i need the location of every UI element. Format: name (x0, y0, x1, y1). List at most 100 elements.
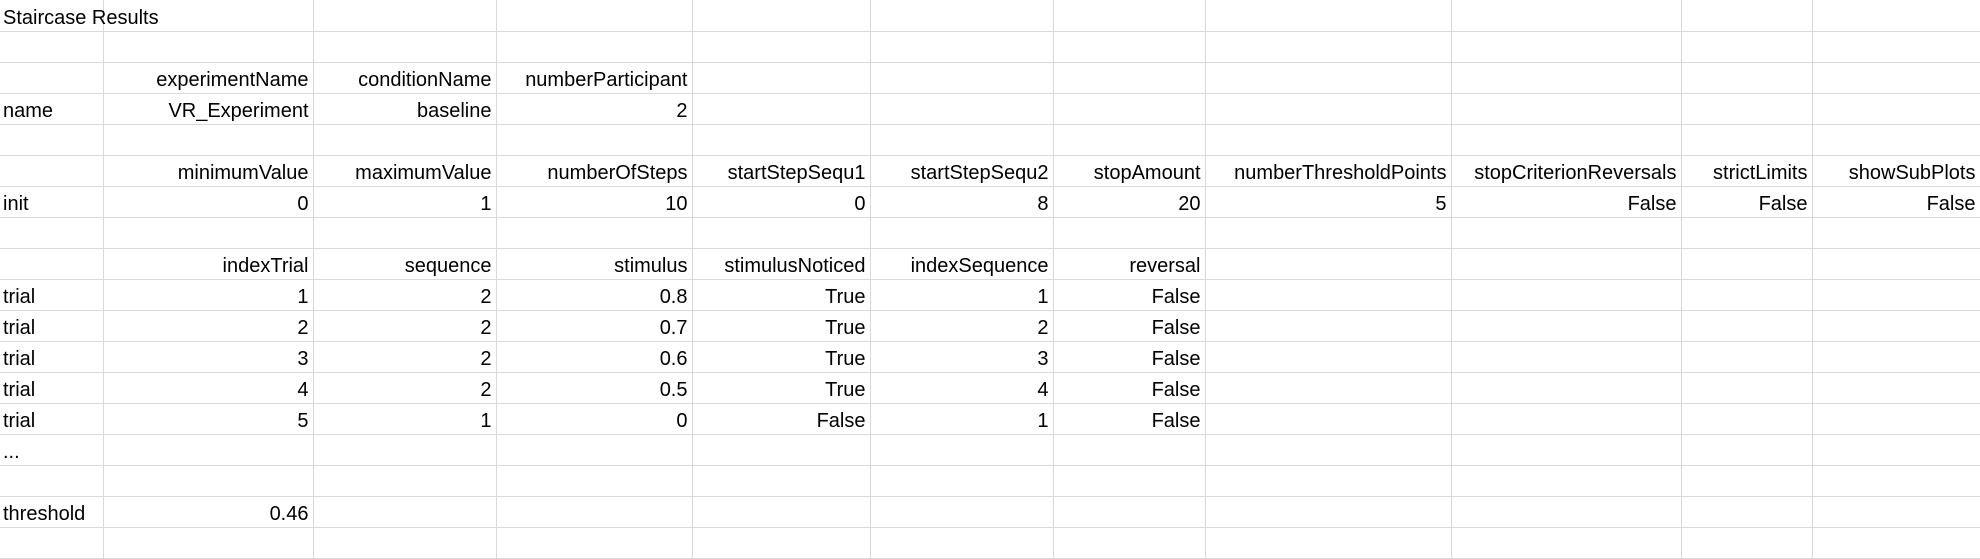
sheet-cell[interactable]: trial (0, 403, 104, 435)
sheet-cell[interactable]: 10 (496, 186, 693, 218)
sheet-cell[interactable]: 0 (692, 186, 871, 218)
sheet-cell[interactable] (1812, 217, 1980, 249)
sheet-cell[interactable] (1451, 31, 1682, 63)
sheet-cell[interactable] (496, 0, 693, 32)
sheet-cell[interactable]: False (1053, 372, 1206, 404)
sheet-cell[interactable] (1681, 496, 1813, 528)
sheet-cell[interactable]: indexTrial (103, 248, 314, 280)
sheet-cell[interactable]: reversal (1053, 248, 1206, 280)
sheet-cell[interactable]: False (1812, 186, 1980, 218)
sheet-cell[interactable] (1681, 62, 1813, 94)
sheet-cell[interactable]: 4 (870, 372, 1054, 404)
sheet-cell[interactable] (870, 496, 1054, 528)
sheet-cell[interactable] (1053, 527, 1206, 559)
sheet-cell[interactable] (103, 124, 314, 156)
sheet-cell[interactable]: True (692, 279, 871, 311)
sheet-cell[interactable] (1681, 0, 1813, 32)
sheet-cell[interactable] (1205, 217, 1452, 249)
sheet-cell[interactable]: trial (0, 279, 104, 311)
sheet-cell[interactable] (1812, 31, 1980, 63)
sheet-cell[interactable]: threshold (0, 496, 104, 528)
sheet-cell[interactable]: stopAmount (1053, 155, 1206, 187)
sheet-cell[interactable] (1681, 403, 1813, 435)
sheet-cell[interactable] (1451, 217, 1682, 249)
sheet-cell[interactable]: 1 (313, 186, 497, 218)
sheet-cell[interactable]: 2 (870, 310, 1054, 342)
sheet-cell[interactable]: strictLimits (1681, 155, 1813, 187)
sheet-cell[interactable]: 0.46 (103, 496, 314, 528)
sheet-cell[interactable] (496, 217, 693, 249)
sheet-cell[interactable] (1205, 434, 1452, 466)
sheet-cell[interactable] (313, 0, 497, 32)
sheet-cell[interactable]: ... (0, 434, 104, 466)
sheet-cell[interactable]: Staircase Results (0, 0, 159, 32)
sheet-cell[interactable] (692, 527, 871, 559)
sheet-cell[interactable]: 0 (496, 403, 693, 435)
sheet-cell[interactable] (1681, 434, 1813, 466)
sheet-cell[interactable] (1812, 527, 1980, 559)
sheet-cell[interactable] (0, 248, 104, 280)
sheet-cell[interactable] (0, 465, 104, 497)
sheet-cell[interactable] (692, 217, 871, 249)
sheet-cell[interactable]: False (1451, 186, 1682, 218)
sheet-cell[interactable]: stimulusNoticed (692, 248, 871, 280)
sheet-cell[interactable]: VR_Experiment (103, 93, 314, 125)
sheet-cell[interactable] (496, 434, 693, 466)
sheet-cell[interactable] (313, 124, 497, 156)
sheet-cell[interactable]: 8 (870, 186, 1054, 218)
sheet-cell[interactable] (1451, 527, 1682, 559)
sheet-cell[interactable] (313, 527, 497, 559)
sheet-cell[interactable]: True (692, 341, 871, 373)
sheet-cell[interactable]: 2 (313, 372, 497, 404)
sheet-cell[interactable] (1205, 279, 1452, 311)
sheet-cell[interactable]: startStepSequ1 (692, 155, 871, 187)
sheet-cell[interactable] (103, 31, 314, 63)
sheet-cell[interactable] (692, 434, 871, 466)
sheet-cell[interactable] (1681, 527, 1813, 559)
sheet-cell[interactable]: trial (0, 372, 104, 404)
sheet-cell[interactable] (1205, 496, 1452, 528)
sheet-cell[interactable] (1812, 341, 1980, 373)
sheet-cell[interactable]: True (692, 372, 871, 404)
sheet-cell[interactable] (870, 527, 1054, 559)
sheet-cell[interactable]: numberParticipant (496, 62, 693, 94)
sheet-cell[interactable] (1205, 62, 1452, 94)
sheet-cell[interactable]: False (1053, 341, 1206, 373)
sheet-cell[interactable] (1205, 0, 1452, 32)
sheet-cell[interactable]: conditionName (313, 62, 497, 94)
sheet-cell[interactable]: 3 (103, 341, 314, 373)
sheet-cell[interactable] (1812, 465, 1980, 497)
sheet-cell[interactable] (1205, 248, 1452, 280)
sheet-cell[interactable]: 2 (496, 93, 693, 125)
sheet-cell[interactable]: 2 (313, 279, 497, 311)
sheet-cell[interactable]: 1 (103, 279, 314, 311)
sheet-cell[interactable] (692, 124, 871, 156)
sheet-cell[interactable] (1053, 434, 1206, 466)
sheet-cell[interactable]: 1 (870, 279, 1054, 311)
sheet-cell[interactable]: 5 (103, 403, 314, 435)
sheet-cell[interactable] (1451, 248, 1682, 280)
sheet-cell[interactable]: 1 (870, 403, 1054, 435)
sheet-cell[interactable] (1053, 31, 1206, 63)
sheet-cell[interactable] (0, 527, 104, 559)
sheet-cell[interactable] (1812, 372, 1980, 404)
sheet-cell[interactable]: 2 (313, 341, 497, 373)
sheet-cell[interactable] (870, 217, 1054, 249)
sheet-cell[interactable] (313, 217, 497, 249)
sheet-cell[interactable] (1451, 62, 1682, 94)
sheet-cell[interactable] (1451, 124, 1682, 156)
sheet-cell[interactable] (1812, 403, 1980, 435)
sheet-cell[interactable] (1451, 0, 1682, 32)
sheet-cell[interactable]: startStepSequ2 (870, 155, 1054, 187)
sheet-cell[interactable]: experimentName (103, 62, 314, 94)
sheet-cell[interactable] (1205, 341, 1452, 373)
sheet-cell[interactable] (1205, 403, 1452, 435)
sheet-cell[interactable] (1205, 372, 1452, 404)
sheet-cell[interactable]: 0.8 (496, 279, 693, 311)
sheet-cell[interactable] (692, 93, 871, 125)
sheet-cell[interactable] (1812, 93, 1980, 125)
sheet-cell[interactable] (1053, 465, 1206, 497)
sheet-cell[interactable]: trial (0, 310, 104, 342)
sheet-cell[interactable] (1205, 31, 1452, 63)
sheet-cell[interactable] (0, 124, 104, 156)
